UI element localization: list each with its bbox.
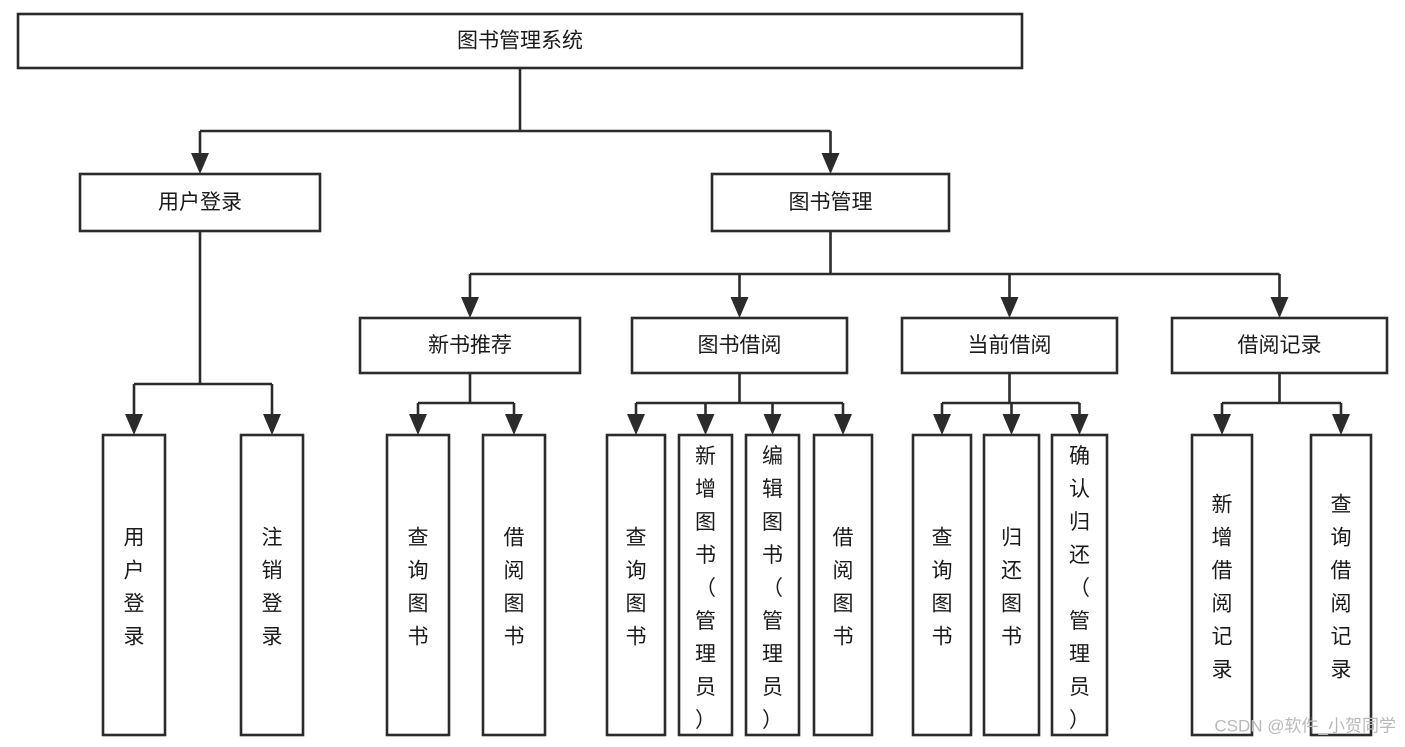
node-label: 借阅图书: [504, 527, 525, 649]
node-box: [710, 172, 951, 233]
node-box: [812, 433, 874, 737]
arrow-head-icon: [1332, 414, 1350, 435]
node-box: [744, 433, 801, 737]
node-leaf-borrow-book-new[interactable]: 借阅图书: [481, 433, 547, 737]
node-box: [677, 433, 734, 737]
node-box: [911, 433, 973, 737]
node-leaf-add-book-admin[interactable]: 新增图书（管理员）: [677, 433, 734, 737]
node-book-borrow[interactable]: 图书借阅: [630, 316, 849, 375]
arrow-head-icon: [696, 414, 715, 435]
node-box: [358, 316, 582, 375]
node-label: 注销登录: [262, 527, 283, 649]
node-label: 新书推荐: [428, 334, 512, 357]
node-label: 当前借阅: [968, 334, 1052, 357]
node-current-borrow[interactable]: 当前借阅: [900, 316, 1119, 375]
node-box: [78, 172, 322, 233]
node-leaf-confirm-return-admin[interactable]: 确认归还（管理员）: [1050, 433, 1109, 737]
arrow-head-icon: [1002, 414, 1021, 435]
node-leaf-user-logout[interactable]: 注销登录: [239, 433, 305, 737]
node-label: 查询图书: [626, 527, 647, 649]
arrow-head-icon: [1213, 414, 1231, 435]
node-box: [101, 433, 167, 737]
node-label: 新增借阅记录: [1212, 494, 1233, 682]
node-label: 用户登录: [158, 191, 242, 214]
arrow-head-icon: [191, 153, 209, 174]
node-leaf-borrow-book-borrow[interactable]: 借阅图书: [812, 433, 874, 737]
arrow-head-icon: [409, 414, 427, 435]
node-new-book-recommend[interactable]: 新书推荐: [358, 316, 582, 375]
node-box: [605, 433, 667, 737]
node-label: 图书管理系统: [457, 30, 583, 53]
node-leaf-query-borrow-record[interactable]: 查询借阅记录: [1309, 433, 1373, 737]
node-borrow-record[interactable]: 借阅记录: [1170, 316, 1389, 375]
node-box: [630, 316, 849, 375]
node-leaf-query-book-current[interactable]: 查询图书: [911, 433, 973, 737]
node-label: 编辑图书（管理员）: [762, 445, 783, 732]
arrow-head-icon: [125, 414, 143, 435]
arrow-head-icon: [263, 414, 281, 435]
node-box: [982, 433, 1041, 737]
node-box: [1309, 433, 1373, 737]
node-label: 借阅图书: [833, 527, 854, 649]
node-box: [385, 433, 451, 737]
node-label: 查询图书: [932, 527, 953, 649]
node-box: [1190, 433, 1254, 737]
arrow-head-icon: [461, 297, 479, 318]
node-label: 新增图书（管理员）: [695, 445, 716, 732]
node-label: 查询借阅记录: [1331, 494, 1352, 682]
node-label: 图书借阅: [698, 334, 782, 357]
arrow-head-icon: [834, 414, 852, 435]
arrow-head-icon: [1070, 414, 1089, 435]
node-box: [481, 433, 547, 737]
node-label: 查询图书: [408, 527, 429, 649]
arrow-head-icon: [505, 414, 523, 435]
connector-layer: [125, 68, 1350, 435]
node-leaf-user-login[interactable]: 用户登录: [101, 433, 167, 737]
node-leaf-add-borrow-record[interactable]: 新增借阅记录: [1190, 433, 1254, 737]
node-label: 图书管理: [789, 191, 873, 214]
node-user-login[interactable]: 用户登录: [78, 172, 322, 233]
arrow-head-icon: [933, 414, 951, 435]
node-label: 用户登录: [124, 527, 145, 649]
csdn-watermark: CSDN @软件_小贺同学: [1214, 716, 1396, 735]
node-leaf-query-book-borrow[interactable]: 查询图书: [605, 433, 667, 737]
node-leaf-return-book[interactable]: 归还图书: [982, 433, 1041, 737]
node-box: [900, 316, 1119, 375]
arrow-head-icon: [1000, 297, 1019, 318]
node-label: 借阅记录: [1238, 334, 1322, 357]
node-box: [16, 12, 1024, 70]
arrow-head-icon: [763, 414, 782, 435]
arrow-head-icon: [627, 414, 645, 435]
arrow-head-icon: [730, 297, 749, 318]
node-label: 确认归还（管理员）: [1069, 445, 1090, 732]
node-label: 归还图书: [1001, 527, 1022, 649]
node-root[interactable]: 图书管理系统: [16, 12, 1024, 70]
arrow-head-icon: [821, 153, 840, 174]
arrow-head-icon: [1270, 297, 1289, 318]
node-book-manage[interactable]: 图书管理: [710, 172, 951, 233]
node-box: [1170, 316, 1389, 375]
node-leaf-query-book-new[interactable]: 查询图书: [385, 433, 451, 737]
node-leaf-edit-book-admin[interactable]: 编辑图书（管理员）: [744, 433, 801, 737]
node-layer: 图书管理系统用户登录图书管理新书推荐图书借阅当前借阅借阅记录用户登录注销登录查询…: [16, 12, 1389, 737]
node-box: [239, 433, 305, 737]
node-box: [1050, 433, 1109, 737]
